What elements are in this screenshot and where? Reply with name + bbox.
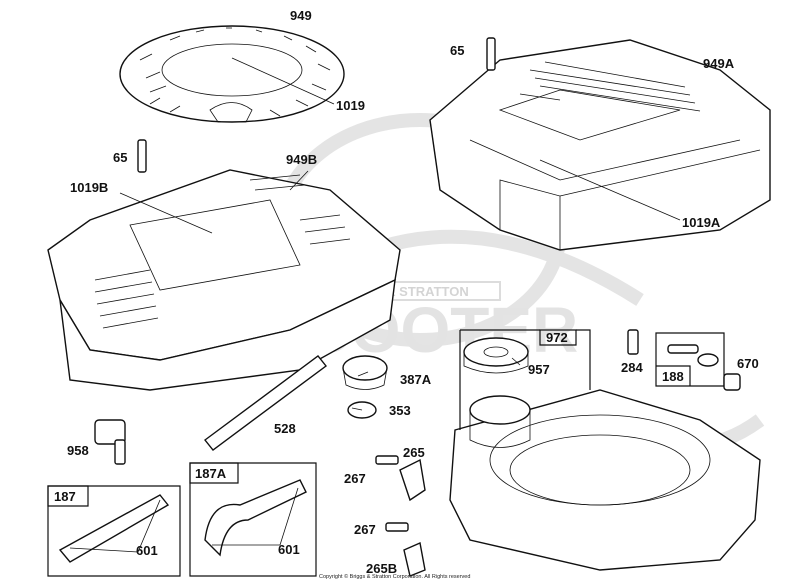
part-958-valve	[94, 419, 126, 465]
label-601-b: 601	[278, 542, 300, 557]
part-957-fuel-tank	[449, 337, 761, 571]
part-949A-shroud	[429, 39, 771, 251]
label-957: 957	[528, 362, 550, 377]
label-265: 265	[403, 445, 425, 460]
part-65-screw-upper	[486, 37, 496, 71]
label-949A: 949A	[703, 56, 735, 71]
leader-lines	[69, 57, 681, 553]
label-601-a: 601	[136, 543, 158, 558]
label-958: 958	[67, 443, 89, 458]
label-670: 670	[737, 356, 759, 371]
part-284-screw	[627, 329, 639, 355]
part-670-spacer	[723, 373, 741, 391]
part-949-grille	[119, 25, 345, 123]
part-265B-clip	[403, 542, 426, 577]
label-267-b: 267	[354, 522, 376, 537]
part-267-screw-a	[375, 455, 399, 465]
label-267-a: 267	[344, 471, 366, 486]
label-187A: 187A	[195, 466, 227, 481]
part-528-tube	[204, 355, 327, 451]
label-284: 284	[621, 360, 643, 375]
label-1019: 1019	[336, 98, 365, 113]
label-187: 187	[54, 489, 76, 504]
label-65-upper: 65	[450, 43, 464, 58]
label-353: 353	[389, 403, 411, 418]
copyright-text: Copyright © Briggs & Stratton Corporatio…	[319, 573, 470, 580]
label-949B: 949B	[286, 152, 317, 167]
box-972	[459, 329, 591, 430]
box-187	[47, 485, 181, 577]
part-387A-cap	[342, 355, 388, 390]
label-1019B: 1019B	[70, 180, 108, 195]
label-949: 949	[290, 8, 312, 23]
part-65-screw-left	[137, 139, 147, 173]
label-528: 528	[274, 421, 296, 436]
label-65-left: 65	[113, 150, 127, 165]
part-labels: 949 1019 65 949A 65 949B 1019B 1019A 972…	[54, 8, 759, 576]
box-188	[655, 332, 725, 387]
label-1019A: 1019A	[682, 215, 721, 230]
label-387A: 387A	[400, 372, 432, 387]
part-265-clip	[399, 458, 426, 502]
label-972: 972	[546, 330, 568, 345]
box-187A	[189, 462, 317, 577]
label-265B: 265B	[366, 561, 397, 576]
part-267-screw-b	[385, 522, 409, 532]
label-188: 188	[662, 369, 684, 384]
